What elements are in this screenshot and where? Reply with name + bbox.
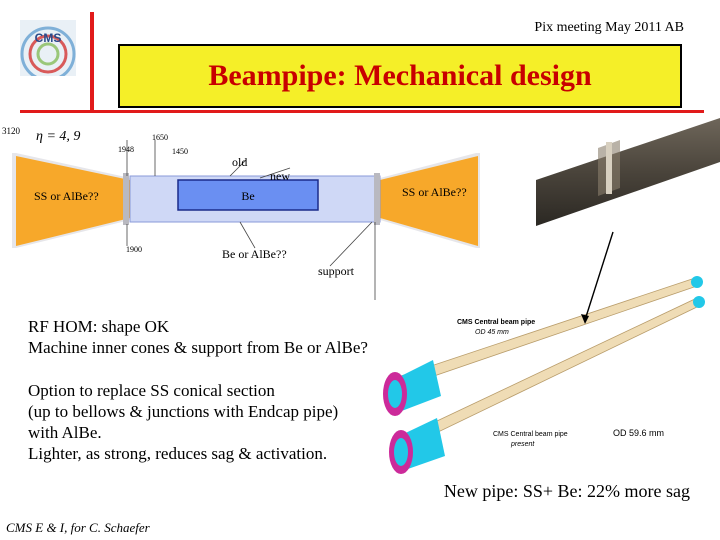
support-left bbox=[123, 173, 129, 225]
upper-pipe-opening bbox=[388, 380, 402, 408]
dim-1948: 1948 bbox=[118, 145, 134, 154]
accent-bar-vertical bbox=[90, 12, 94, 112]
upper-pipe-label: CMS Central beam pipe bbox=[457, 319, 535, 326]
label-right-cone: SS or AlBe?? bbox=[402, 185, 467, 199]
lower-pipe-opening bbox=[394, 438, 408, 466]
slide-title: Beampipe: Mechanical design bbox=[208, 59, 592, 92]
right-cone bbox=[380, 156, 478, 246]
accent-bar-horizontal bbox=[20, 110, 704, 113]
pipe-body bbox=[536, 118, 720, 226]
label-left-cone: SS or AlBe?? bbox=[34, 189, 99, 203]
header-note: Pix meeting May 2011 AB bbox=[534, 20, 684, 35]
dim-1900: 1900 bbox=[126, 245, 142, 254]
lower-pipe-label: CMS Central beam pipe bbox=[493, 431, 568, 438]
label-new: new bbox=[270, 169, 290, 183]
text-line: (up to bellows & junctions with Endcap p… bbox=[28, 402, 339, 421]
beampipes-image: CMS Central beam pipe OD 45 mm CMS Centr… bbox=[383, 231, 705, 474]
pipe-photo bbox=[536, 118, 720, 226]
pipe-clamp-edge bbox=[606, 142, 612, 194]
text-line: Option to replace SS conical section bbox=[28, 381, 275, 400]
upper-end-cap bbox=[691, 276, 703, 288]
support-right bbox=[374, 173, 380, 225]
dim-1650: 1650 bbox=[152, 133, 168, 142]
be-or-albe-pointer bbox=[239, 221, 256, 249]
old-pointer bbox=[229, 159, 247, 177]
new-pointer bbox=[259, 167, 291, 179]
label-old: old bbox=[232, 155, 247, 169]
lower-pipe-shaft bbox=[400, 297, 700, 449]
beampipe-diagram: η = 4, 9 3120 1948 1650 1450 1900 old ne… bbox=[2, 126, 480, 300]
lower-pipe-od: OD 59.6 mm bbox=[613, 428, 664, 438]
label-be: Be bbox=[241, 189, 254, 203]
support-pointer bbox=[329, 221, 373, 267]
text-line: RF HOM: shape OK bbox=[28, 317, 170, 336]
upper-pipe-sublabel: OD 45 mm bbox=[475, 329, 509, 336]
label-support: support bbox=[318, 264, 355, 278]
title-box: Beampipe: Mechanical design bbox=[118, 44, 682, 108]
text-line: Machine inner cones & support from Be or… bbox=[28, 338, 368, 357]
cms-logo: CMS bbox=[20, 20, 76, 76]
lower-end-cap bbox=[693, 296, 705, 308]
text-line: with AlBe. bbox=[28, 423, 102, 442]
label-be-or-albe: Be or AlBe?? bbox=[222, 247, 287, 261]
paragraph-rf-hom: RF HOM: shape OK Machine inner cones & s… bbox=[28, 316, 368, 358]
paragraph-option: Option to replace SS conical section (up… bbox=[28, 380, 338, 464]
dim-1450: 1450 bbox=[172, 147, 188, 156]
be-section bbox=[177, 179, 319, 211]
bottom-note: New pipe: SS+ Be: 22% more sag bbox=[443, 481, 690, 501]
logo-text: CMS bbox=[35, 31, 62, 45]
text-line: Lighter, as strong, reduces sag & activa… bbox=[28, 444, 328, 463]
lower-pipe-sublabel: present bbox=[510, 441, 535, 448]
photo-pointer-arrow bbox=[584, 231, 614, 321]
left-cone bbox=[16, 156, 130, 246]
eta-label: η = 4, 9 bbox=[36, 129, 80, 144]
arrow-head bbox=[581, 314, 589, 324]
dim-3120: 3120 bbox=[2, 126, 21, 136]
footer-credit: CMS E & I, for C. Schaefer bbox=[6, 520, 150, 535]
